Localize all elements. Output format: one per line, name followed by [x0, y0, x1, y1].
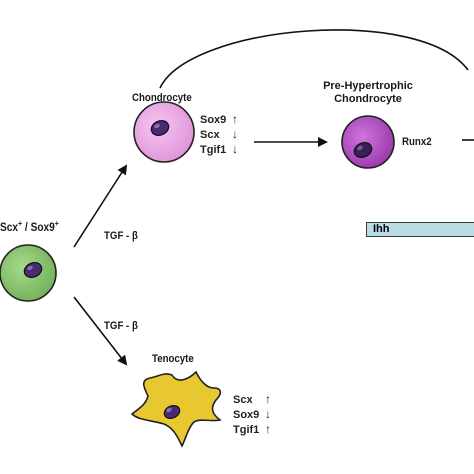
marker-row: Tgif1↓ — [200, 142, 238, 156]
progenitor-cell — [0, 244, 57, 302]
chondrocyte-cell — [133, 101, 195, 163]
nucleus — [353, 142, 373, 158]
arc-connector — [159, 29, 469, 89]
arrow-to-tenocyte — [73, 296, 128, 366]
tgf-beta-lower-label: TGF - β — [104, 320, 138, 332]
marker-row: Sox9↓ — [233, 407, 271, 421]
nucleus — [150, 120, 170, 136]
ihh-label: Ihh — [373, 223, 390, 235]
runx2-label: Runx2 — [402, 136, 432, 148]
chondrocyte-title: Chondrocyte — [132, 92, 192, 104]
marker-row: Scx↓ — [200, 127, 238, 141]
arrow-to-chondrocyte — [73, 164, 128, 248]
ihh-bar: Ihh — [366, 222, 474, 237]
tenocyte-cell — [130, 370, 222, 448]
marker-row: Sox9↑ — [200, 112, 238, 126]
chondrocyte-markers: Sox9↑ Scx↓ Tgif1↓ — [200, 112, 238, 157]
tenocyte-title: Tenocyte — [152, 353, 194, 365]
marker-row: Tgif1↑ — [233, 422, 271, 436]
tenocyte-markers: Scx↑ Sox9↓ Tgif1↑ — [233, 392, 271, 437]
pre-hypertrophic-cell — [341, 115, 395, 169]
marker-row: Scx↑ — [233, 392, 271, 406]
progenitor-label: Scx+ / Sox9+ — [0, 219, 59, 234]
tgf-beta-upper-label: TGF - β — [104, 230, 138, 242]
nucleus — [23, 262, 43, 278]
pre-hypertrophic-title: Pre-Hypertrophic Chondrocyte — [323, 80, 413, 105]
